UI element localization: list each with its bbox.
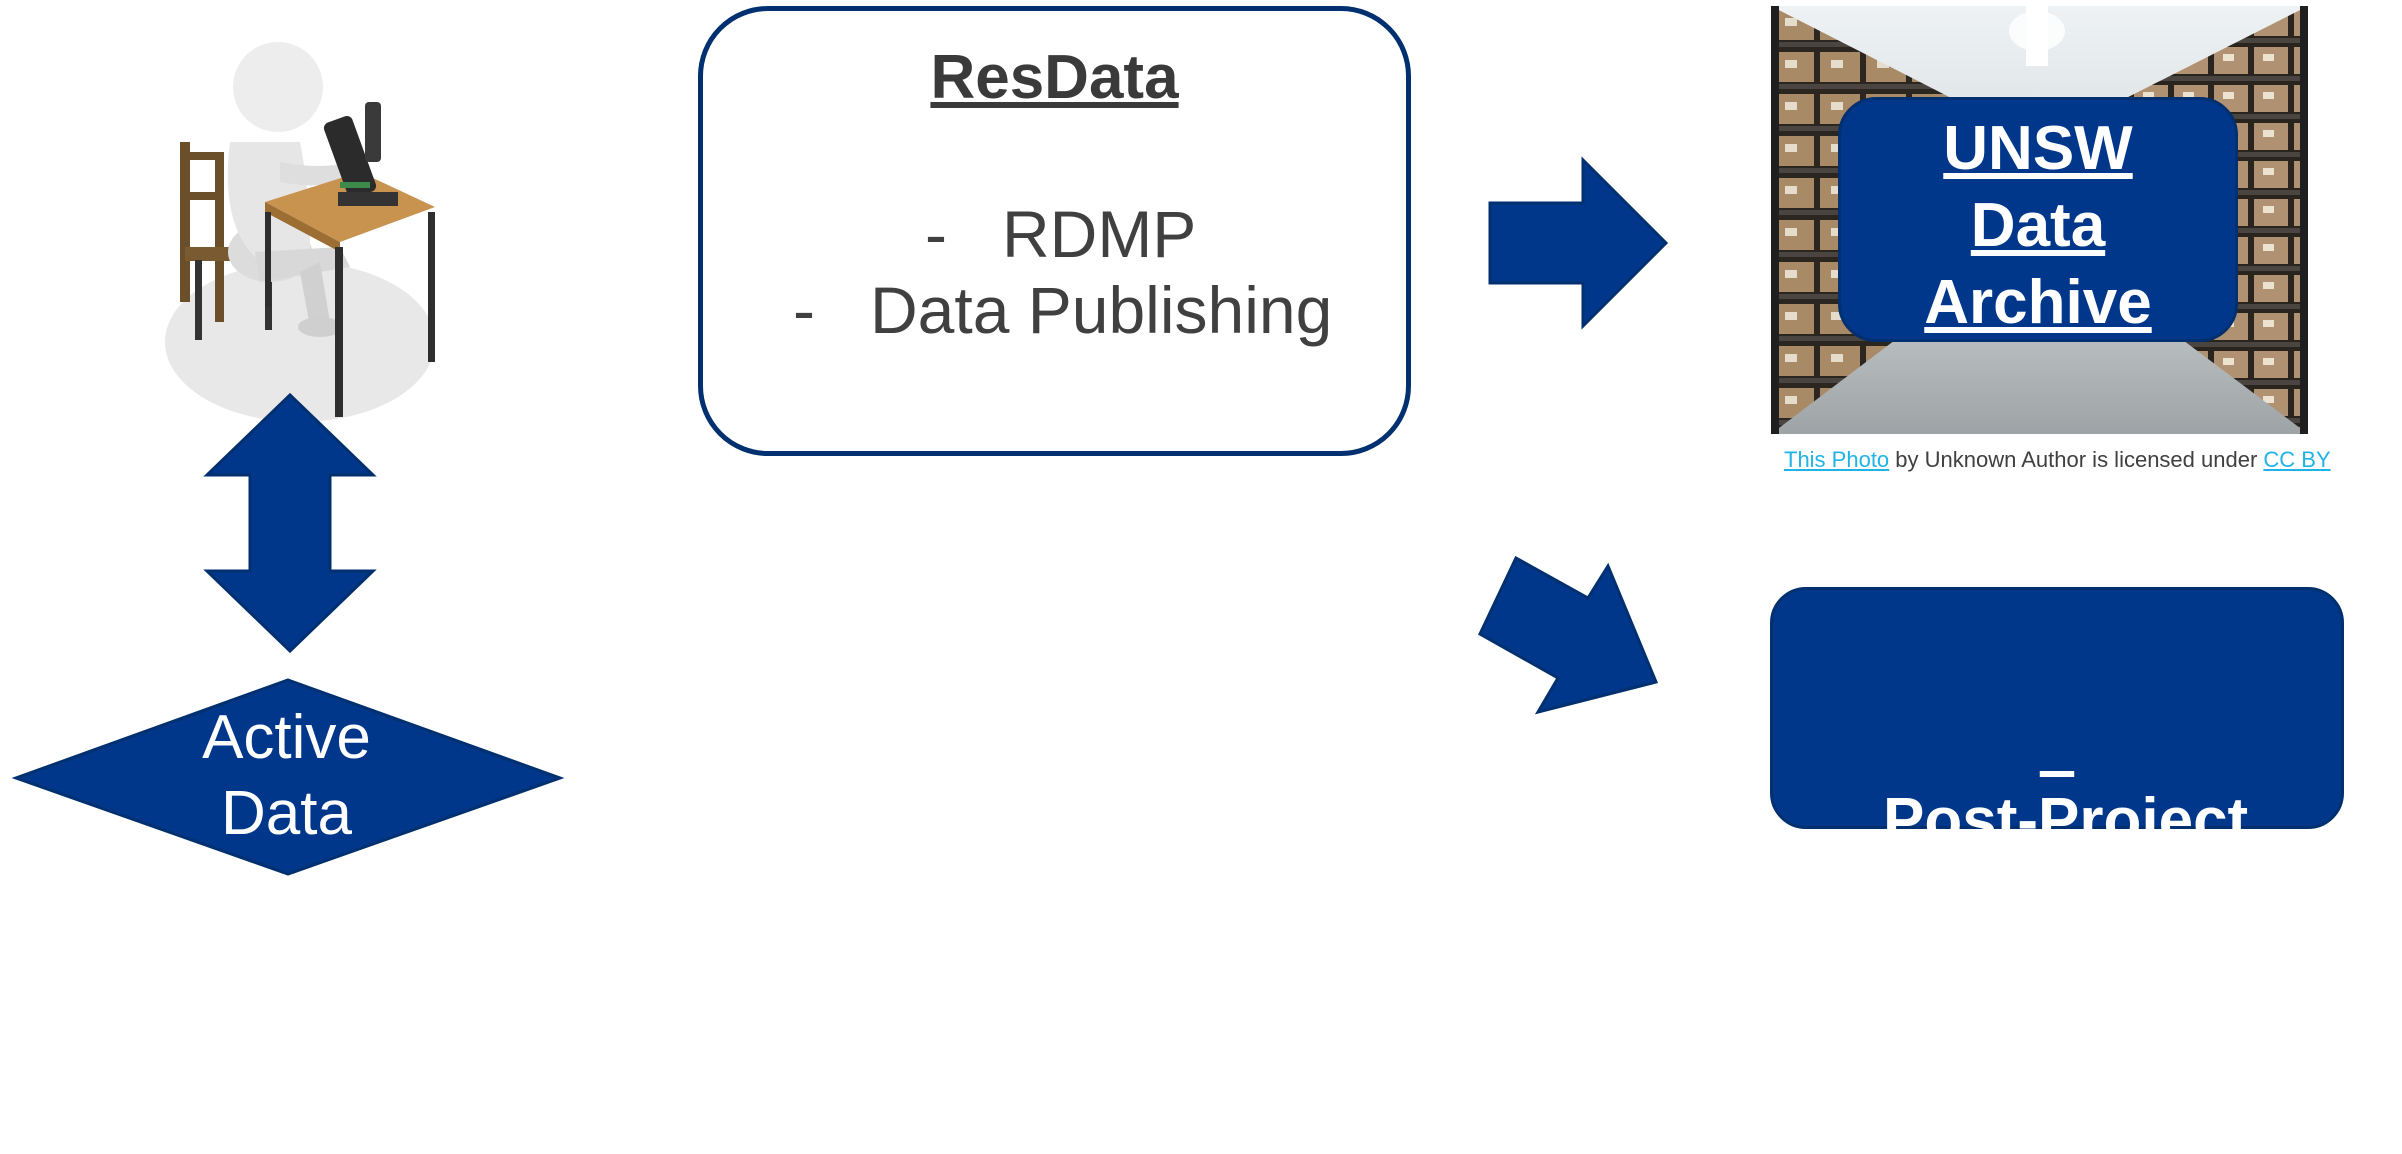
- vertical-double-arrow-icon: [203, 392, 377, 654]
- license-link[interactable]: CC BY: [2263, 447, 2331, 472]
- resdata-title: ResData: [930, 43, 1179, 112]
- storage-line-1: Post-Project: [1865, 786, 2249, 855]
- credit-text: by Unknown Author is licensed under: [1889, 447, 2264, 472]
- active-data-label: Active Data: [14, 700, 559, 852]
- unsw-data-archive-label: UNSW Data Archive: [1838, 110, 2238, 341]
- resdata-item-data-publishing: - Data Publishing: [793, 273, 1333, 347]
- post-project-storage-label: Post-Project Storage: [1770, 636, 2344, 1154]
- archive-line-3: Archive: [1924, 268, 2152, 337]
- unsw-data-archive-box: [1838, 97, 2238, 342]
- down-right-arrow-icon: [1478, 555, 1659, 715]
- active-data-line-1: Active: [202, 703, 371, 772]
- photo-credit: This Photo by Unknown Author is licensed…: [1784, 447, 2331, 473]
- photo-link[interactable]: This Photo: [1784, 447, 1890, 472]
- storage-line-2: Storage: [1941, 1008, 2173, 1077]
- archive-line-2: Data: [1970, 191, 2106, 260]
- right-arrow-icon: [1488, 156, 1669, 330]
- post-project-storage-box: [1770, 587, 2344, 829]
- resdata-box: [698, 6, 1411, 456]
- active-data-line-2: Data: [221, 779, 352, 848]
- archive-line-1: UNSW: [1943, 114, 2133, 183]
- researcher-at-microscope-icon: [165, 42, 435, 422]
- resdata-item-rdmp: - RDMP: [925, 197, 1197, 271]
